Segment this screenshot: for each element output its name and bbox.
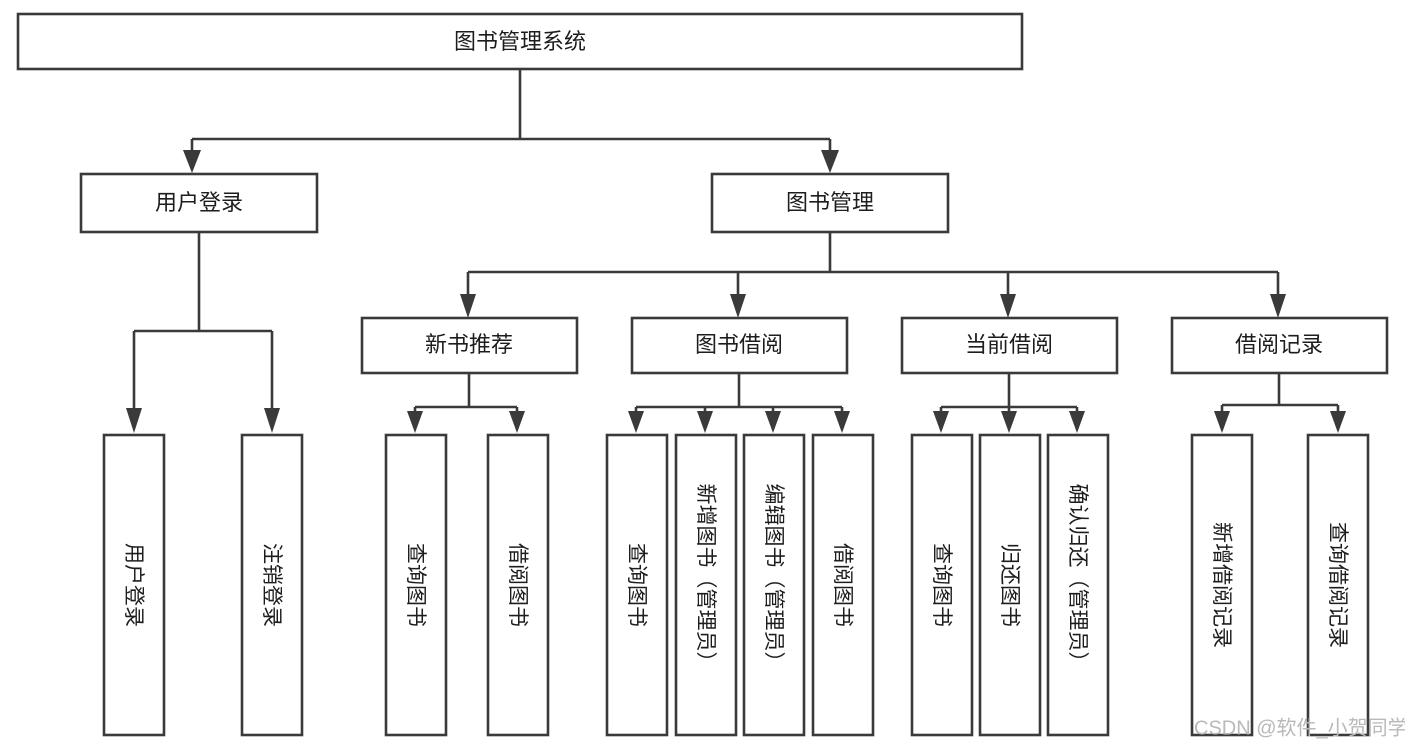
watermark: CSDN @软件_小贺同学: [1194, 716, 1405, 739]
leaf-new-book-0[interactable]: 查询图书: [384, 433, 448, 737]
arrow-head-icon: [1069, 411, 1085, 433]
leaf-user-login-1-box[interactable]: [240, 433, 304, 737]
node-book-borrow-label: 图书借阅: [695, 332, 783, 357]
arrow-head-icon: [264, 408, 280, 433]
arrow-head-icon: [1001, 411, 1017, 433]
leaf-borrow-record-1-label: 查询借阅记录: [1326, 522, 1349, 648]
node-borrow-record-box[interactable]: [1170, 316, 1389, 375]
leaf-new-book-0-label: 查询图书: [404, 543, 427, 627]
leaf-book-borrow-2[interactable]: 编辑图书（管理员）: [742, 433, 806, 737]
leaf-book-borrow-0-box[interactable]: [605, 433, 669, 737]
node-root[interactable]: 图书管理系统: [16, 12, 1024, 71]
leaf-user-login-0-label: 用户登录: [122, 543, 145, 627]
leaf-borrow-record-1-box[interactable]: [1306, 433, 1370, 737]
arrow-head-icon: [1000, 294, 1016, 318]
node-current-borrow-label: 当前借阅: [965, 332, 1053, 357]
arrow-head-icon: [834, 411, 850, 433]
arrow-head-icon: [628, 411, 644, 433]
arrow-head-icon: [821, 150, 839, 173]
leaf-new-book-1[interactable]: 借阅图书: [486, 433, 550, 737]
leaf-borrow-record-0[interactable]: 新增借阅记录: [1190, 433, 1254, 737]
node-user-login-box[interactable]: [79, 172, 319, 234]
node-book-borrow-box[interactable]: [630, 316, 849, 375]
leaf-user-login-0-box[interactable]: [102, 433, 166, 737]
node-book-management[interactable]: 图书管理: [710, 172, 950, 234]
leaf-book-borrow-0[interactable]: 查询图书: [605, 433, 669, 737]
node-new-book-recommend-label: 新书推荐: [425, 332, 513, 357]
leaf-book-borrow-2-box[interactable]: [742, 433, 806, 737]
leaf-current-borrow-2[interactable]: 确认归还（管理员）: [1046, 433, 1110, 737]
arrow-head-icon: [183, 150, 201, 173]
leaf-user-login-1-label: 注销登录: [260, 543, 283, 627]
leaf-user-login-1[interactable]: 注销登录: [240, 433, 304, 737]
arrow-head-icon: [1270, 294, 1286, 318]
arrow-head-icon: [126, 408, 142, 433]
node-current-borrow-box[interactable]: [900, 316, 1119, 375]
leaf-book-borrow-3-label: 借阅图书: [831, 543, 854, 627]
leaf-current-borrow-2-box[interactable]: [1046, 433, 1110, 737]
leaf-book-borrow-1-box[interactable]: [674, 433, 738, 737]
leaf-new-book-1-box[interactable]: [486, 433, 550, 737]
connector-layer: [126, 69, 1346, 433]
leaf-new-book-1-label: 借阅图书: [506, 543, 529, 627]
leaf-current-borrow-0-box[interactable]: [910, 433, 974, 737]
leaf-book-borrow-1-label: 新增图书（管理员）: [694, 484, 717, 673]
leaf-new-book-0-box[interactable]: [384, 433, 448, 737]
node-new-book-recommend[interactable]: 新书推荐: [360, 316, 579, 375]
arrow-head-icon: [460, 294, 476, 318]
leaf-current-borrow-0[interactable]: 查询图书: [910, 433, 974, 737]
node-book-borrow[interactable]: 图书借阅: [630, 316, 849, 375]
arrow-head-icon: [765, 411, 781, 433]
arrow-head-icon: [933, 411, 949, 433]
arrow-head-icon: [407, 411, 423, 433]
node-book-management-label: 图书管理: [786, 190, 874, 215]
node-user-login[interactable]: 用户登录: [79, 172, 319, 234]
node-root-label: 图书管理系统: [454, 29, 586, 54]
leaf-book-borrow-3[interactable]: 借阅图书: [811, 433, 875, 737]
leaf-book-borrow-1[interactable]: 新增图书（管理员）: [674, 433, 738, 737]
leaf-current-borrow-2-label: 确认归还（管理员）: [1066, 484, 1089, 673]
leaf-current-borrow-1-box[interactable]: [978, 433, 1042, 737]
arrow-head-icon: [730, 294, 746, 318]
leaf-borrow-record-0-box[interactable]: [1190, 433, 1254, 737]
leaf-user-login-0[interactable]: 用户登录: [102, 433, 166, 737]
node-root-box[interactable]: [16, 12, 1024, 71]
node-borrow-record-label: 借阅记录: [1235, 332, 1323, 357]
node-user-login-label: 用户登录: [155, 190, 243, 215]
leaf-book-borrow-0-label: 查询图书: [625, 543, 648, 627]
arrow-head-icon: [1330, 411, 1346, 433]
arrow-head-icon: [697, 411, 713, 433]
leaf-current-borrow-1[interactable]: 归还图书: [978, 433, 1042, 737]
node-current-borrow[interactable]: 当前借阅: [900, 316, 1119, 375]
leaf-borrow-record-1[interactable]: 查询借阅记录: [1306, 433, 1370, 737]
leaf-borrow-record-0-label: 新增借阅记录: [1210, 522, 1233, 648]
leaf-book-borrow-2-label: 编辑图书（管理员）: [762, 484, 785, 673]
leaf-current-borrow-0-label: 查询图书: [930, 543, 953, 627]
arrow-head-icon: [509, 411, 525, 433]
arrow-head-icon: [1214, 411, 1230, 433]
node-borrow-record[interactable]: 借阅记录: [1170, 316, 1389, 375]
leaf-book-borrow-3-box[interactable]: [811, 433, 875, 737]
node-new-book-recommend-box[interactable]: [360, 316, 579, 375]
leaf-current-borrow-1-label: 归还图书: [998, 543, 1021, 627]
node-book-management-box[interactable]: [710, 172, 950, 234]
